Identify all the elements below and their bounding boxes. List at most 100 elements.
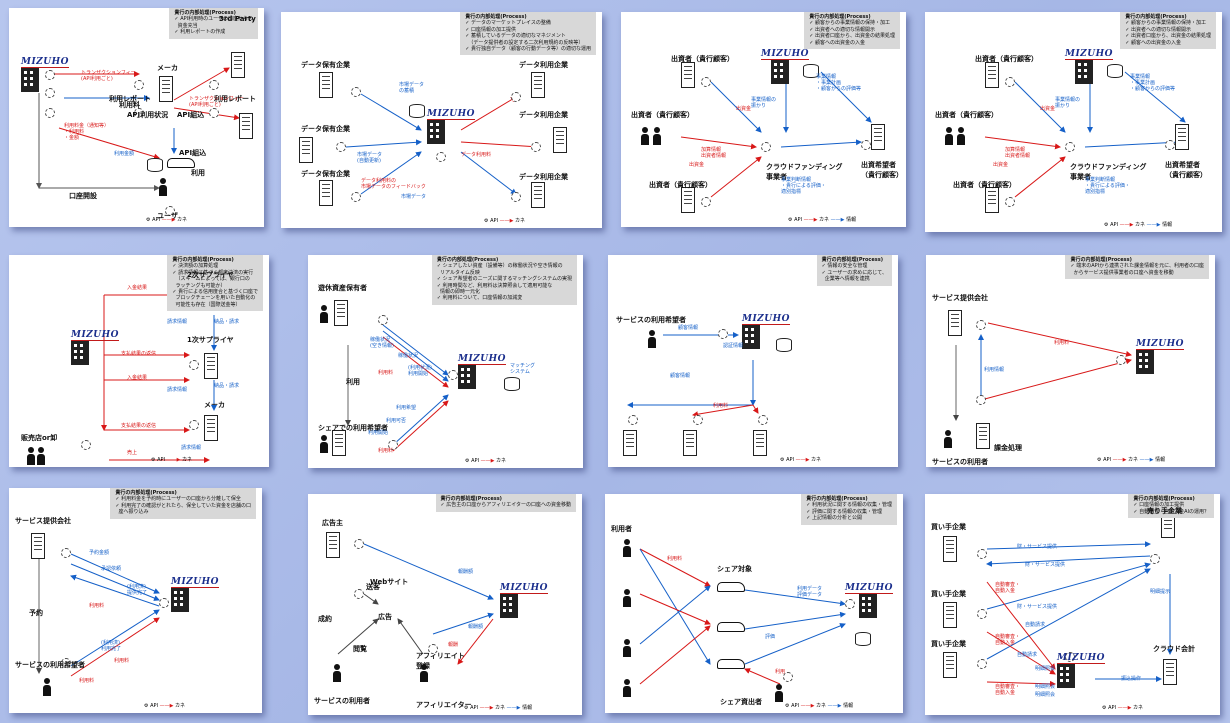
money-flow-arrow: [70, 617, 160, 677]
info-flow-label: 自動請求: [1025, 622, 1046, 628]
entity-label: データ利用企業: [519, 111, 568, 119]
money-flow-arrow: [460, 96, 517, 131]
building-icon: [319, 72, 333, 98]
legend: ⚙ API ——▶ カネ: [151, 456, 192, 463]
info-flow-arrow: [382, 324, 449, 376]
money-arrow-icon: ——▶: [478, 705, 496, 711]
process-box: 貴行の内部処理(Process)広告主の口座からアフィリエイターの口座への資金移…: [435, 494, 576, 512]
entity-label: データ保有企業: [301, 125, 350, 133]
arrow-layer: [36, 67, 240, 191]
entity-label: クラウドファンディング 事業者: [1070, 163, 1147, 181]
process-item: 広告主の口座からアフィリエイターの口座への資金移動: [441, 502, 571, 508]
api-gear-icon: [511, 192, 521, 202]
api-gear-icon: [1065, 652, 1075, 662]
process-box: 貴行の内部処理(Process)データのマーケットプレイスの整備口座情報の加工提…: [460, 12, 596, 56]
building-icon: [31, 533, 45, 559]
person-icon: [775, 684, 783, 702]
process-title: 貴行の内部処理(Process): [1125, 14, 1187, 20]
api-gear-icon: [428, 644, 438, 654]
process-item: 請求情報に基づく都度決済の実行 （スキームによっては、銀行口の ラッチングも可能…: [172, 270, 258, 289]
building-icon: [753, 430, 767, 456]
info-flow-label: (利用済) 提供完了: [127, 584, 148, 596]
process-title: 貴行の内部処理(Process): [1133, 496, 1195, 502]
entity-label: メーカ: [157, 64, 178, 72]
api-gear-icon: [351, 192, 361, 202]
info-flow-arrow: [639, 585, 711, 645]
money-flow-label: 利用料: [114, 658, 130, 664]
api-gear-icon: ⚙: [464, 705, 471, 711]
process-title: 貴行の内部処理(Process): [809, 14, 871, 20]
info-flow-label: 報酬額: [458, 569, 474, 575]
info-flow-label: (利用済) 利用完了: [101, 640, 122, 652]
person-icon: [623, 679, 631, 697]
entity-label: 利用レポート: [109, 95, 151, 103]
arrow-layer: [36, 553, 160, 677]
arrow-layer: [345, 93, 540, 195]
info-arrow-icon: ——▶: [826, 703, 844, 709]
diagram-panel-9: MIZUHO貴行の内部処理(Process)利用料金を予約時にユーザーの口座から…: [9, 488, 262, 713]
api-gear-icon: [1005, 197, 1015, 207]
person-icon: [945, 127, 953, 145]
building-icon: [985, 62, 999, 88]
process-item: 上記情報の分析と公開: [806, 515, 892, 521]
building-icon: [204, 415, 218, 441]
legend-money: カネ: [1133, 705, 1144, 711]
mizuho-logo: MIZUHO: [71, 330, 119, 341]
money-flow-label: データ利用料の 市場データのフィードバック: [361, 178, 426, 190]
money-arrow-icon: ——▶: [1118, 222, 1136, 228]
api-gear-icon: [378, 315, 388, 325]
entity-label: 出資者（貴行顧客）: [935, 111, 998, 119]
api-gear-icon: [354, 589, 364, 599]
entity-label: 出資者（貴行顧客）: [649, 181, 712, 189]
info-flow-label: 市場データ: [401, 194, 427, 200]
process-item: 利用料金を予約時にユーザーの口座から分離して保全: [115, 496, 251, 502]
api-gear-icon: ⚙: [144, 703, 151, 709]
building-icon: [948, 310, 962, 336]
api-gear-icon: [783, 672, 793, 682]
entity-label: 出資者（貴行顧客）: [671, 55, 734, 63]
arrow-layer: [345, 324, 449, 452]
database-icon: [776, 338, 792, 352]
process-item: 評価に関する情報の収集・管理: [806, 509, 892, 515]
money-arrow-icon: ——▶: [799, 703, 817, 709]
person-icon: [641, 127, 649, 145]
money-flow-label: トランザクションフィー (API利用ごと): [189, 96, 244, 108]
info-flow-label: 振込操作: [1121, 676, 1142, 682]
entity-label: 閲覧: [353, 645, 367, 653]
info-flow-label: 事業情報の 振かり: [751, 97, 777, 109]
api-gear-icon: [209, 108, 219, 118]
person-icon: [43, 678, 51, 696]
entity-label: 口座開設: [69, 192, 97, 200]
process-item: 出資者への適切な情報開示: [1125, 27, 1211, 33]
api-gear-icon: [159, 598, 169, 608]
process-item: 出資者への適切な情報開示: [809, 27, 895, 33]
api-gear-icon: [134, 80, 144, 90]
api-gear-icon: [761, 142, 771, 152]
building-icon: [204, 353, 218, 379]
entity-label: 遊休資産保有者: [318, 284, 367, 292]
api-gear-icon: [189, 420, 199, 430]
api-gear-icon: [45, 108, 55, 118]
info-flow-arrow: [744, 623, 846, 665]
info-flow-label: 自動請求: [1017, 652, 1038, 658]
mizuho-logo: MIZUHO: [458, 354, 506, 365]
entity-label: API利用状況: [127, 111, 169, 119]
info-flow-label: 明細照会: [1035, 666, 1056, 672]
api-gear-icon: [977, 659, 987, 669]
person-icon: [653, 127, 661, 145]
entity-label: 売り手企業: [1147, 507, 1182, 515]
legend-api: API: [1110, 222, 1118, 228]
entity-label: 販売店or卸: [21, 434, 58, 442]
diagram-panel-10: MIZUHO貴行の内部処理(Process)広告主の口座からアフィリエイターの口…: [308, 494, 582, 715]
info-flow-arrow: [710, 81, 762, 133]
api-gear-icon: ⚙: [1097, 457, 1104, 463]
legend-api: API: [157, 457, 165, 463]
entity-label: サービスの利用希望者: [616, 316, 686, 324]
legend: ⚙ API ——▶ カネ ——▶ 情報: [785, 702, 853, 709]
person-icon: [623, 589, 631, 607]
building-icon: [943, 602, 957, 628]
legend-money: カネ: [515, 218, 526, 224]
money-flow-arrow: [984, 136, 1061, 150]
process-title: 貴行の内部処理(Process): [115, 490, 177, 496]
money-arrow-icon: ——▶: [160, 217, 178, 223]
